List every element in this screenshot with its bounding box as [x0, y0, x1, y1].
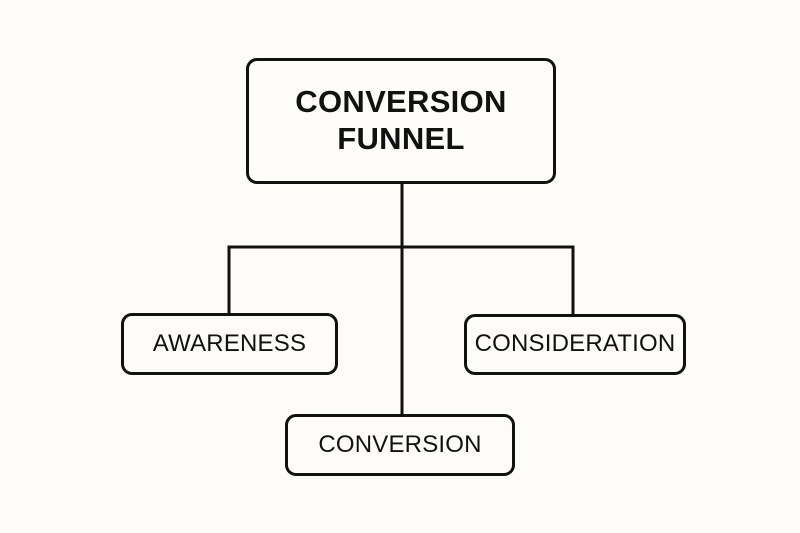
node-conversion[interactable]: CONVERSION — [285, 414, 515, 476]
node-consideration[interactable]: CONSIDERATION — [464, 314, 686, 375]
node-label-conversion: CONVERSION — [318, 430, 482, 458]
node-label-conversion-funnel: CONVERSION FUNNEL — [295, 84, 507, 156]
node-awareness[interactable]: AWARENESS — [121, 313, 338, 375]
node-label-awareness: AWARENESS — [152, 329, 307, 357]
node-conversion-funnel[interactable]: CONVERSION FUNNEL — [246, 58, 556, 184]
node-label-consideration: CONSIDERATION — [474, 330, 676, 358]
